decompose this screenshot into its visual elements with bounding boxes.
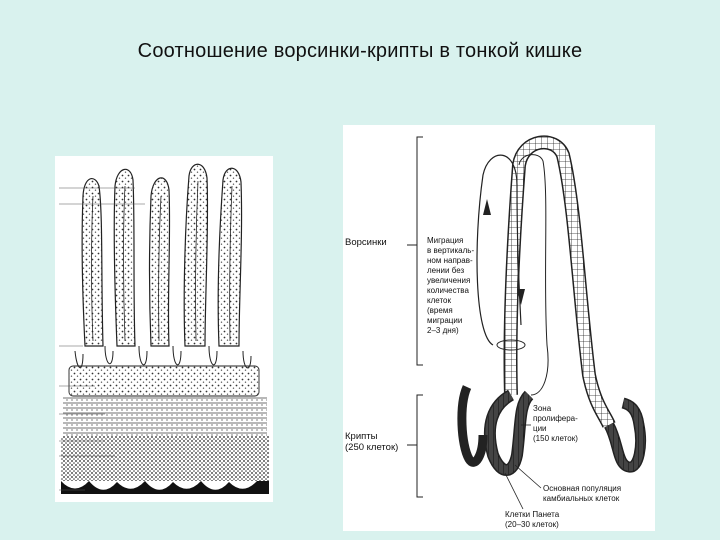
- crypt-layer: [69, 366, 259, 396]
- svg-text:Миграция: Миграция: [427, 236, 463, 245]
- svg-text:(время: (время: [427, 306, 453, 315]
- svg-text:Зона: Зона: [533, 404, 552, 413]
- svg-text:2–3 дня): 2–3 дня): [427, 326, 459, 335]
- villus: [150, 178, 170, 346]
- migration-arrow-icon: [483, 199, 491, 215]
- svg-text:количества: количества: [427, 286, 469, 295]
- svg-text:в вертикаль-: в вертикаль-: [427, 246, 474, 255]
- svg-text:Основная популяция: Основная популяция: [543, 484, 621, 493]
- svg-text:(250 клеток): (250 клеток): [345, 442, 398, 453]
- villus-crypt-schematic: Ворсинки Миграция в вертикаль- ном напра…: [343, 125, 655, 531]
- svg-text:лении без: лении без: [427, 266, 464, 275]
- crypts-bracket: [417, 395, 423, 497]
- svg-text:клеток: клеток: [427, 296, 451, 305]
- svg-text:увеличения: увеличения: [427, 276, 470, 285]
- slide-title: Соотношение ворсинки-крипты в тонкой киш…: [0, 40, 720, 63]
- migration-caption: Миграция в вертикаль- ном направ- лении …: [427, 236, 474, 335]
- cambial-cells-label: Основная популяция камбиальных клеток: [543, 484, 621, 503]
- svg-text:Крипты: Крипты: [345, 431, 378, 442]
- serosa-layer: [61, 481, 269, 494]
- submucosa-layer: [63, 396, 267, 436]
- crypt-epithelium: [462, 387, 483, 462]
- crypt-openings: [75, 346, 251, 368]
- svg-text:пролифера-: пролифера-: [533, 414, 578, 423]
- proliferation-zone-label: Зона пролифера- ции (150 клеток): [533, 404, 578, 443]
- villi-histology-svg: [55, 156, 273, 502]
- villi-bracket: [417, 137, 423, 365]
- schematic-svg: Ворсинки Миграция в вертикаль- ном напра…: [343, 125, 655, 531]
- paneth-cells-label: Клетки Панета (20–30 клеток): [505, 510, 560, 529]
- svg-text:Клетки Панета: Клетки Панета: [505, 510, 560, 519]
- svg-text:ном направ-: ном направ-: [427, 256, 473, 265]
- muscularis-layer: [61, 436, 269, 481]
- svg-text:(150 клеток): (150 клеток): [533, 434, 578, 443]
- svg-text:ции: ции: [533, 424, 547, 433]
- crypts-label: Крипты (250 клеток): [345, 431, 398, 453]
- villi-label: Ворсинки: [345, 237, 387, 248]
- villi-group: [82, 164, 241, 346]
- villi-histology-drawing: [55, 156, 273, 502]
- svg-text:камбиальных клеток: камбиальных клеток: [543, 494, 620, 503]
- svg-text:миграции: миграции: [427, 316, 462, 325]
- svg-text:(20–30 клеток): (20–30 клеток): [505, 520, 559, 529]
